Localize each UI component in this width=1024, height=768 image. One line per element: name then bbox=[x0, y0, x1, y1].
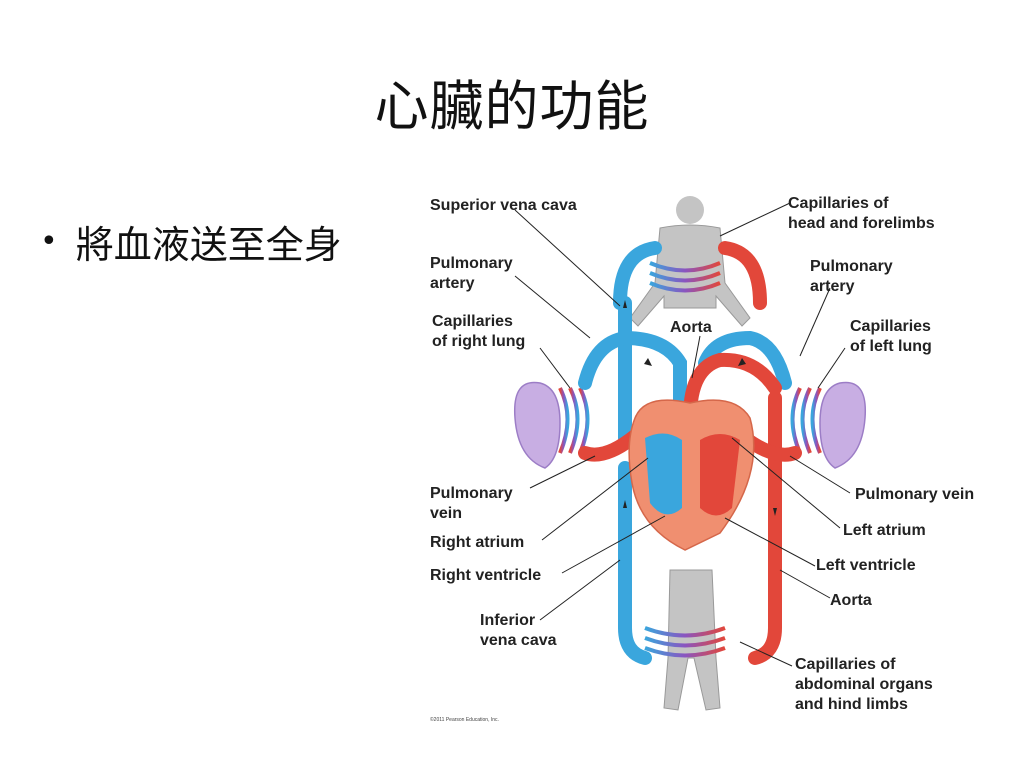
label-capillaries-abdominal-line1: Capillaries of bbox=[795, 656, 896, 673]
bullet-text: 將血液送至全身 bbox=[75, 223, 342, 267]
label-capillaries-right-lung-line1: Capillaries bbox=[432, 313, 513, 330]
label-pulmonary-artery-right-line2: artery bbox=[810, 278, 855, 295]
heart bbox=[628, 399, 755, 551]
capillaries-left-lung bbox=[790, 387, 822, 454]
circulation-svg: Superior vena cava Capillaries of head a… bbox=[430, 195, 974, 723]
label-pulmonary-artery-right-line1: Pulmonary bbox=[810, 258, 893, 275]
label-pulmonary-vein-left-line1: Pulmonary bbox=[430, 485, 513, 502]
label-right-ventricle: Right ventricle bbox=[430, 567, 541, 584]
label-pulmonary-artery-left-line1: Pulmonary bbox=[430, 255, 513, 272]
capillaries-abdominal bbox=[644, 626, 726, 658]
label-left-atrium: Left atrium bbox=[843, 522, 926, 539]
label-superior-vena-cava: Superior vena cava bbox=[430, 197, 577, 214]
bullet-item: • 將血液送至全身 bbox=[40, 214, 342, 269]
circulation-diagram: Superior vena cava Capillaries of head a… bbox=[420, 188, 1010, 728]
upper-body-figure bbox=[629, 196, 751, 327]
label-inferior-vena-cava-line2: vena cava bbox=[480, 632, 557, 649]
label-capillaries-right-lung-line2: of right lung bbox=[432, 333, 525, 350]
left-lung bbox=[819, 381, 867, 469]
oxygen-poor-vessels bbox=[578, 241, 792, 665]
label-capillaries-abdominal-line3: and hind limbs bbox=[795, 696, 908, 713]
label-pulmonary-vein-left-line2: vein bbox=[430, 505, 462, 522]
capillaries-right-lung bbox=[558, 387, 590, 454]
copyright-credit: ©2011 Pearson Education, Inc. bbox=[430, 716, 499, 723]
label-inferior-vena-cava-line1: Inferior bbox=[480, 612, 535, 629]
diagram-labels: Superior vena cava Capillaries of head a… bbox=[430, 195, 974, 723]
label-capillaries-head-line2: head and forelimbs bbox=[788, 215, 935, 232]
label-pulmonary-artery-left-line2: artery bbox=[430, 275, 475, 292]
label-capillaries-head-line1: Capillaries of bbox=[788, 195, 889, 212]
capillaries-head bbox=[649, 261, 721, 293]
right-lung bbox=[513, 381, 561, 469]
lower-body-figure bbox=[663, 569, 721, 711]
leader-lines bbox=[514, 202, 851, 667]
label-aorta-top: Aorta bbox=[670, 319, 712, 336]
label-left-ventricle: Left ventricle bbox=[816, 557, 916, 574]
slide-title: 心臟的功能 bbox=[374, 75, 650, 138]
bullet-dot-icon: • bbox=[40, 223, 58, 259]
label-pulmonary-vein-right: Pulmonary vein bbox=[855, 486, 974, 503]
label-aorta-bottom: Aorta bbox=[830, 592, 872, 609]
label-capillaries-left-lung-line1: Capillaries bbox=[850, 318, 931, 335]
label-right-atrium: Right atrium bbox=[430, 534, 524, 551]
label-capillaries-abdominal-line2: abdominal organs bbox=[795, 676, 933, 693]
label-capillaries-left-lung-line2: of left lung bbox=[850, 338, 932, 355]
flow-arrows bbox=[623, 300, 777, 516]
